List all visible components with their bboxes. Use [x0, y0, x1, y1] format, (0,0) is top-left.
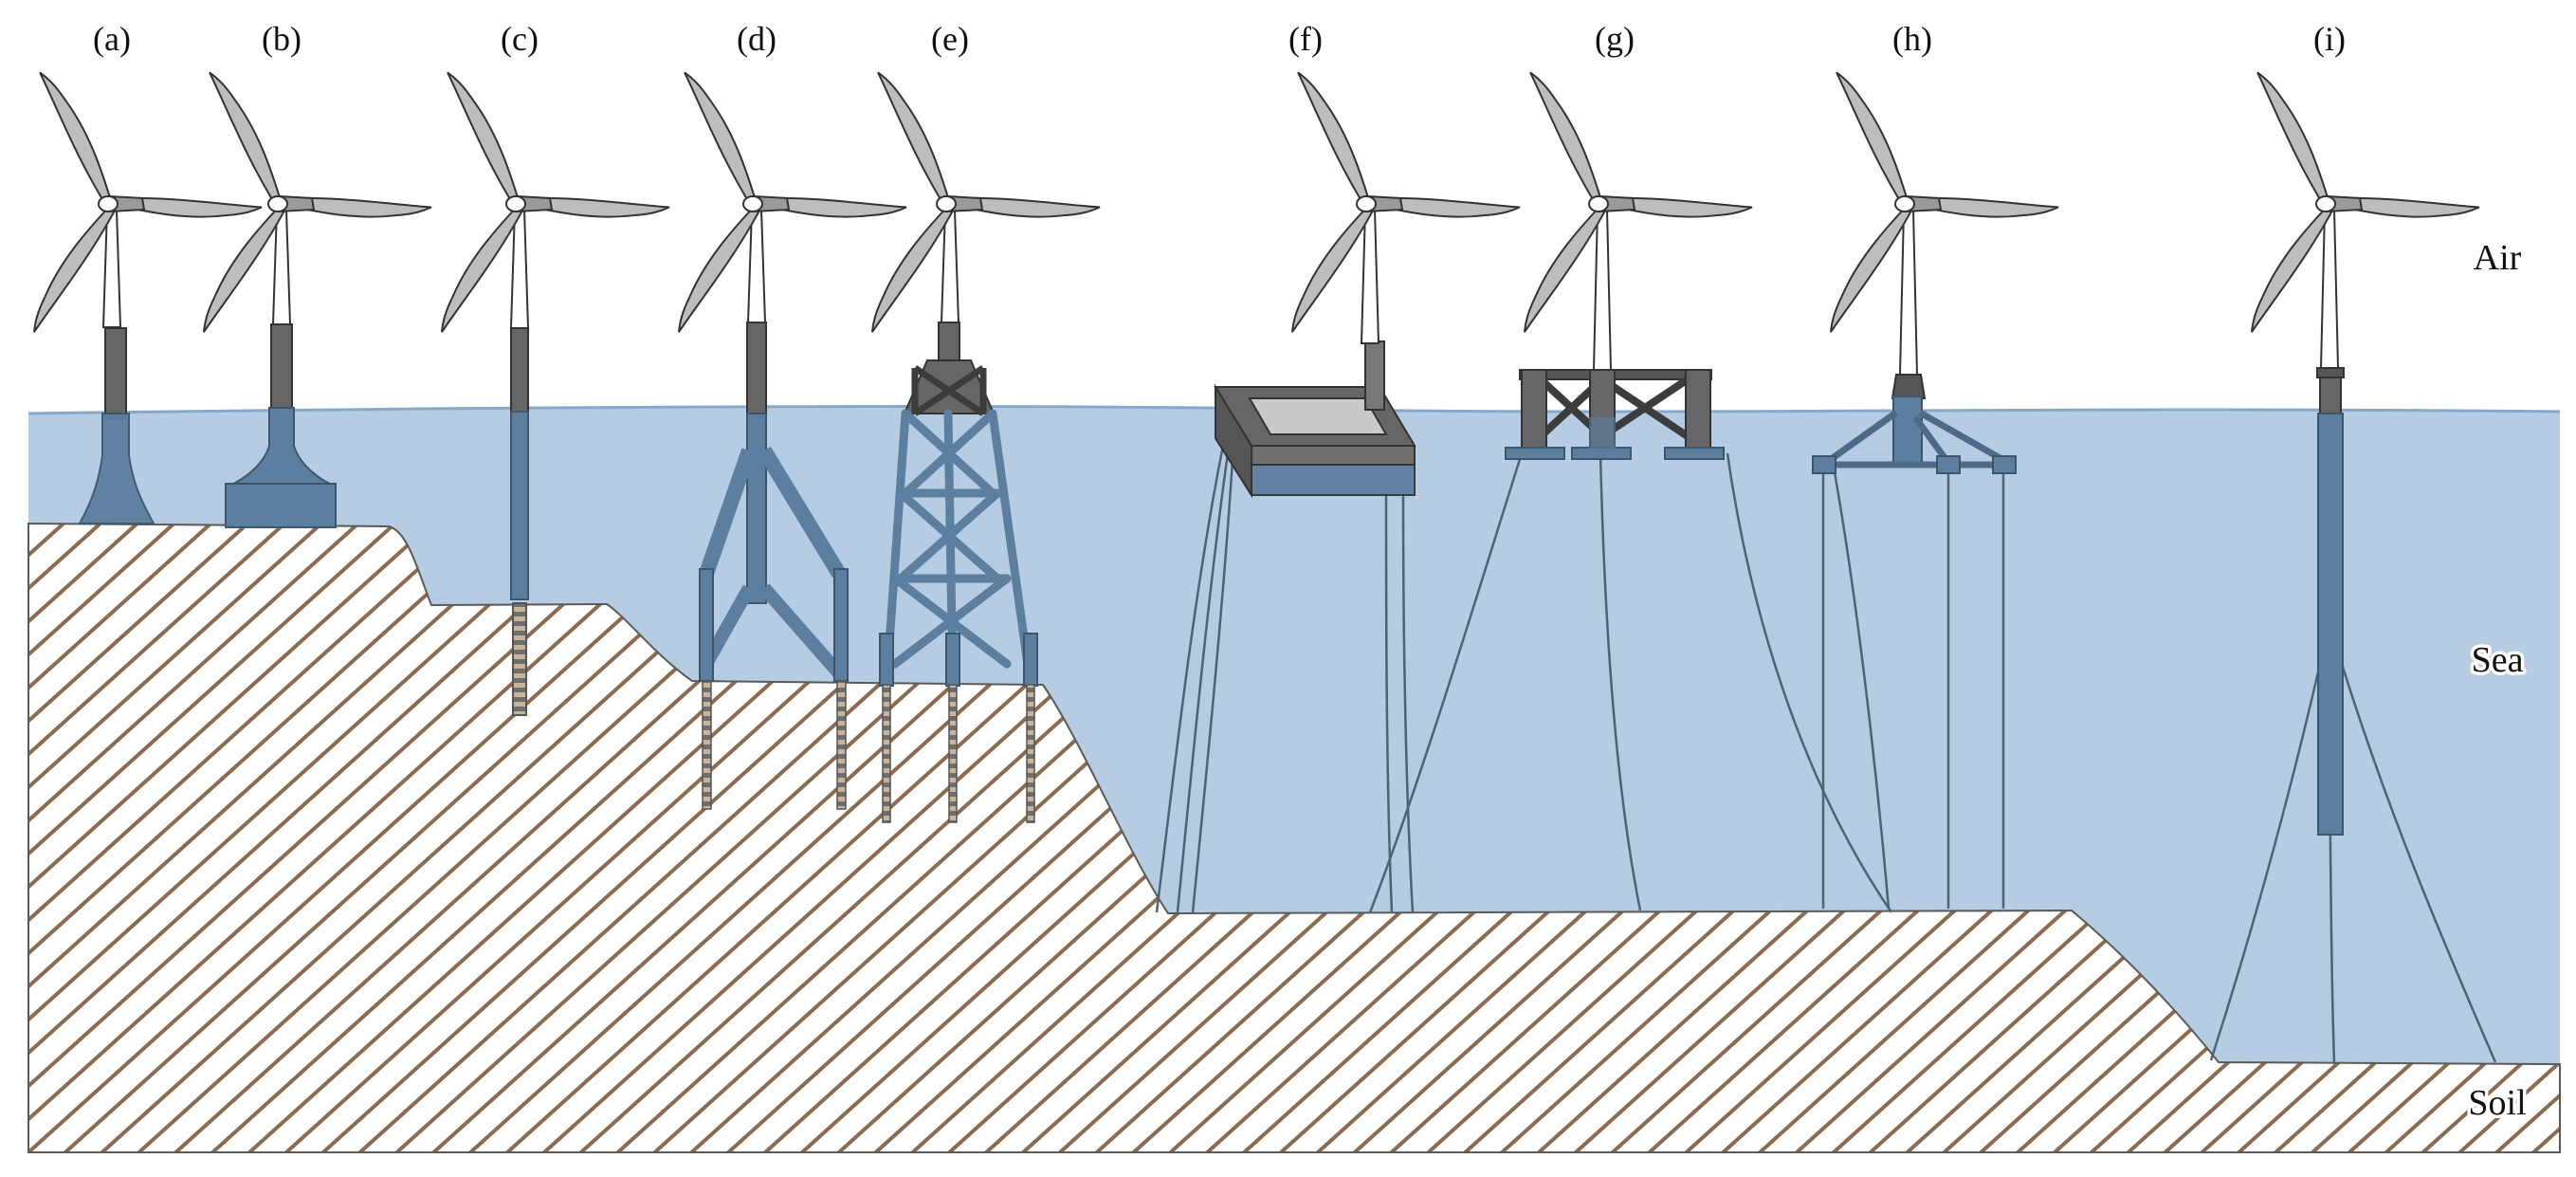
zone-label-sea: Sea: [2472, 640, 2524, 680]
turbine-blade-a-1: [39, 71, 114, 209]
turbine-blade-e-2: [948, 196, 1101, 218]
label-h: (h): [1892, 20, 1932, 58]
turbine-tower-h: [1898, 209, 1919, 376]
foundation-a-monopile: [78, 327, 155, 524]
turbine-hub-f: [1356, 195, 1377, 212]
turbine-hub-e: [936, 195, 957, 212]
turbine-group: [32, 71, 2480, 376]
turbine-blade-h-1: [1836, 71, 1910, 209]
turbine-f: [1290, 71, 1521, 344]
label-f: (f): [1288, 20, 1323, 58]
turbine-blade-f-2: [1368, 196, 1521, 218]
turbine-hub-g: [1588, 195, 1609, 212]
turbine-blade-c-1: [447, 71, 521, 209]
turbine-blade-b-2: [280, 196, 432, 218]
turbine-blade-e-1: [877, 71, 952, 209]
label-b: (b): [262, 20, 301, 58]
foundation-c-monopile-driven: [510, 327, 529, 716]
turbine-d: [677, 71, 907, 333]
turbine-blade-c-2: [518, 196, 670, 218]
seabed-soil: [27, 522, 2561, 1153]
turbine-a: [32, 71, 263, 333]
turbine-blade-g-3: [1523, 202, 1609, 333]
turbine-tower-g: [1592, 209, 1613, 371]
foundation-b-gravity-base: [225, 323, 337, 528]
label-a: (a): [93, 20, 131, 58]
turbine-blade-b-1: [209, 71, 283, 209]
turbine-blade-b-3: [202, 202, 288, 333]
foundation-e-jacket: [879, 322, 1038, 823]
turbine-c: [440, 71, 670, 333]
turbine-tower-f: [1360, 209, 1380, 344]
turbine-blade-d-1: [684, 71, 758, 209]
foundation-d-tripod: [699, 322, 849, 810]
foundation-i-spar: [2209, 367, 2497, 1065]
turbine-blade-d-2: [755, 196, 907, 218]
turbine-b: [202, 71, 432, 333]
turbine-blade-f-1: [1297, 71, 1372, 209]
turbine-g: [1523, 71, 1753, 371]
label-i: (i): [2313, 20, 2346, 58]
turbine-blade-i-2: [2328, 196, 2480, 218]
turbine-hub-d: [742, 195, 763, 212]
foundation-g-semi-submersible: [1368, 369, 1893, 913]
turbine-tower-i: [2319, 209, 2340, 369]
turbine-blade-h-3: [1829, 202, 1915, 333]
zone-label-soil: Soil: [2468, 1083, 2526, 1123]
turbine-hub-h: [1894, 195, 1915, 212]
turbine-blade-e-3: [870, 202, 957, 333]
turbine-hub-c: [505, 195, 526, 212]
turbine-blade-g-1: [1529, 71, 1604, 209]
label-d: (d): [737, 20, 776, 58]
label-g: (g): [1595, 20, 1635, 58]
turbine-h: [1829, 71, 2059, 376]
turbine-blade-a-3: [32, 202, 119, 333]
turbine-blade-c-3: [440, 202, 526, 333]
turbine-i: [2250, 71, 2480, 369]
turbine-hub-i: [2315, 195, 2336, 212]
turbine-blade-i-1: [2256, 71, 2331, 209]
turbine-blade-h-2: [1907, 196, 2059, 218]
turbine-blade-a-2: [110, 196, 263, 218]
zone-label-air: Air: [2474, 238, 2522, 278]
turbine-blade-d-3: [677, 202, 763, 333]
foundation-f-barge: [1155, 340, 1416, 913]
label-c: (c): [501, 20, 539, 58]
foundation-h-tension-leg: [1812, 374, 2017, 910]
turbine-e: [870, 71, 1101, 333]
turbine-hub-b: [267, 195, 288, 212]
turbine-blade-i-3: [2250, 202, 2336, 333]
label-e: (e): [931, 20, 969, 58]
turbine-hub-a: [98, 195, 119, 212]
turbine-blade-f-3: [1290, 202, 1377, 333]
turbine-blade-g-2: [1600, 196, 1753, 218]
